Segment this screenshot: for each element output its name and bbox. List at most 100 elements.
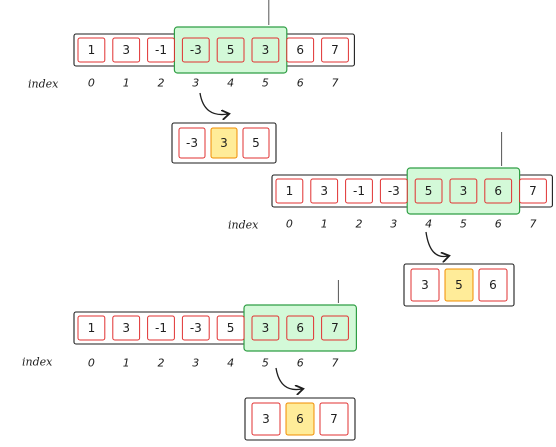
index-number: 3	[390, 218, 397, 231]
array-cell	[181, 37, 210, 63]
array-cell	[216, 37, 245, 63]
array-cell	[147, 37, 175, 63]
array-cell-value: 5	[227, 43, 235, 57]
array-cell	[286, 315, 315, 341]
array-cell-value: 5	[425, 184, 433, 198]
result-max-cell	[444, 268, 474, 302]
array-cell	[275, 178, 304, 204]
array-cell-value: 3	[122, 321, 130, 335]
array-cell-value: 7	[529, 184, 537, 198]
index-number: 7	[530, 218, 537, 231]
result-cell	[251, 402, 281, 436]
array-cell	[77, 315, 106, 341]
result-cell	[178, 127, 206, 159]
index-number: 2	[158, 77, 165, 90]
result-cell-value: 7	[330, 412, 338, 426]
step-3: 1 3 -1 -3 5 3 6 7 0 1 2 3 4 5 6 7 3 6 7	[73, 280, 358, 441]
array-cell-value: 1	[88, 43, 96, 57]
arrow-to-result	[275, 367, 302, 390]
result-cell-value: 6	[489, 278, 497, 292]
array-cell-value: 7	[331, 321, 339, 335]
result-cell	[410, 268, 440, 302]
array-cell	[345, 178, 373, 204]
array-cell	[484, 178, 513, 204]
index-number: 0	[286, 218, 293, 231]
index-number: 0	[88, 77, 95, 90]
result-max-cell	[210, 127, 238, 159]
array-cell-value: 7	[331, 43, 339, 57]
array-cell	[321, 37, 349, 63]
array-cell-value: -3	[388, 184, 400, 198]
array-cell-value: 3	[320, 184, 328, 198]
step-2: 1 3 -1 -3 5 3 6 7 0 1 2 3 4 5 6 7 3 5 6	[271, 132, 553, 307]
index-number: 6	[297, 77, 304, 90]
array-cell-value: -1	[155, 43, 167, 57]
array-cell-value: 3	[262, 321, 270, 335]
index-number: 2	[356, 218, 363, 231]
index-number: 2	[158, 357, 165, 370]
index-number: 1	[123, 357, 130, 370]
index-number: 6	[297, 357, 304, 370]
index-number: 1	[321, 218, 328, 231]
result-cell	[319, 402, 349, 436]
index-number: 4	[227, 357, 234, 370]
index-number: 4	[227, 77, 234, 90]
array-cell-value: 5	[227, 321, 235, 335]
index-number: 6	[495, 218, 502, 231]
index-number: 1	[123, 77, 130, 90]
array-cell-value: 6	[296, 321, 304, 335]
result-cell-value: 3	[262, 412, 270, 426]
array-cell-value: -3	[190, 321, 202, 335]
array-cell-value: 1	[88, 321, 96, 335]
index-label-1: index	[28, 78, 59, 91]
array-cell	[77, 37, 106, 63]
index-number: 5	[262, 357, 269, 370]
result-cell-value: 3	[220, 136, 228, 150]
array-cell-value: 6	[494, 184, 502, 198]
array-cell-value: 3	[262, 43, 270, 57]
array-cell	[147, 315, 175, 341]
index-label-2: index	[228, 219, 259, 232]
result-cell-value: 3	[421, 278, 429, 292]
array-cell-value: 1	[286, 184, 294, 198]
array-cell	[414, 178, 443, 204]
index-number: 7	[332, 77, 339, 90]
array-cell-value: -1	[353, 184, 365, 198]
arrow-to-result	[199, 92, 228, 115]
array-cell	[519, 178, 547, 204]
index-label-3: index	[22, 356, 53, 369]
array-cell	[379, 178, 408, 204]
array-cell	[216, 315, 245, 341]
result-max-cell	[285, 402, 315, 436]
array-cell-value: 6	[296, 43, 304, 57]
index-number: 3	[192, 77, 199, 90]
result-cell-value: 5	[455, 278, 463, 292]
array-cell	[321, 315, 349, 341]
array-cell	[251, 315, 280, 341]
result-cell	[478, 268, 508, 302]
result-cell	[242, 127, 270, 159]
index-number: 5	[262, 77, 269, 90]
array-cell-value: -3	[190, 43, 202, 57]
step-1: 1 3 -1 -3 5 3 6 7 0 1 2 3 4 5 6 7 -3 3 5	[73, 0, 355, 164]
array-cell-value: 3	[122, 43, 130, 57]
array-cell	[251, 37, 280, 63]
array-cell-value: -1	[155, 321, 167, 335]
index-number: 0	[88, 357, 95, 370]
array-cell-value: 3	[460, 184, 468, 198]
arrow-to-result	[425, 231, 448, 257]
index-number: 3	[192, 357, 199, 370]
array-cell	[112, 37, 141, 63]
array-cell	[112, 315, 141, 341]
array-cell	[449, 178, 478, 204]
index-number: 4	[425, 218, 432, 231]
array-cell	[181, 315, 210, 341]
result-cell-value: -3	[186, 136, 198, 150]
result-cell-value: 6	[296, 412, 304, 426]
index-number: 7	[332, 357, 339, 370]
array-cell	[286, 37, 315, 63]
result-cell-value: 5	[252, 136, 260, 150]
array-cell	[310, 178, 339, 204]
index-number: 5	[460, 218, 467, 231]
